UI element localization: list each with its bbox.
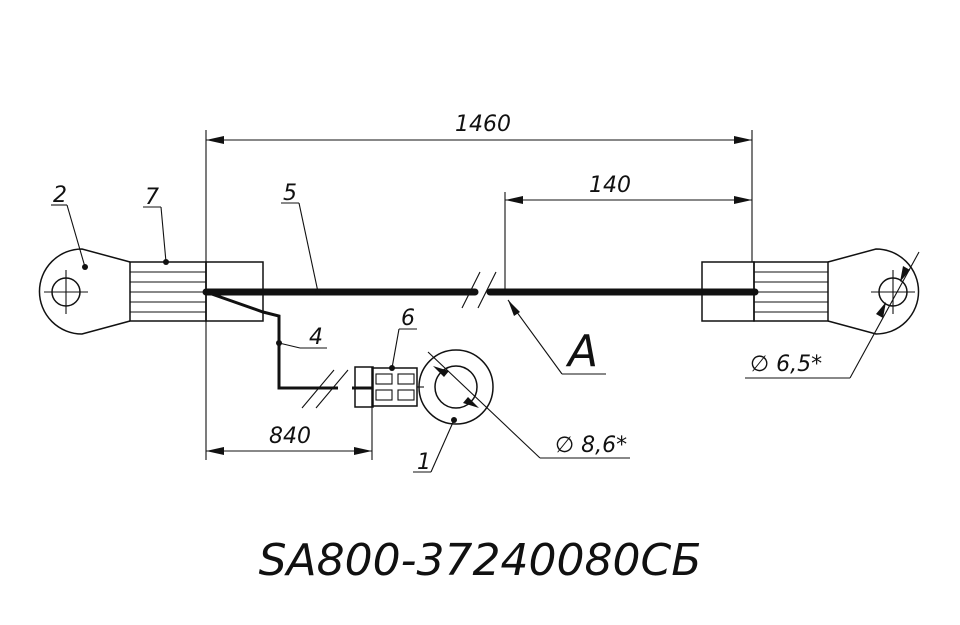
extension-lines [205, 130, 753, 460]
callout-7-label: 7 [145, 185, 159, 210]
dimension-840-label: 840 [269, 424, 311, 449]
callout-1-label: 1 [417, 450, 431, 475]
dimension-right-segment: 140 [505, 173, 752, 204]
callout-5-label: 5 [283, 181, 297, 206]
main-cable [202, 271, 759, 309]
callout-7: 7 [143, 185, 169, 265]
ring-terminal [418, 349, 541, 459]
callout-6: 6 [389, 306, 417, 371]
callout-4-label: 4 [309, 325, 323, 350]
callout-4: 4 [276, 325, 327, 350]
diameter-ring-label: ∅ 8,6* [555, 433, 627, 458]
diameter-lug-leader: ∅ 6,5* [745, 251, 920, 379]
dimension-branch-length: 840 [206, 424, 372, 455]
branch-wire [205, 290, 372, 409]
right-crimp-sleeve [753, 261, 829, 322]
diameter-lug-label: ∅ 6,5* [750, 352, 822, 377]
callout-6-label: 6 [401, 306, 415, 331]
callout-2-label: 2 [53, 183, 67, 208]
left-crimp-sleeve [129, 261, 207, 322]
dimension-140-label: 140 [589, 173, 631, 198]
right-terminal-lug [827, 248, 920, 335]
left-terminal-lug [38, 248, 131, 335]
drawing-code: SA800-37240080СБ [259, 535, 702, 586]
callout-1: 1 [413, 417, 457, 475]
diameter-ring-leader: ∅ 8,6* [433, 366, 630, 459]
view-a-label: A [565, 326, 598, 377]
dimension-1460-label: 1460 [455, 112, 511, 137]
callout-5: 5 [281, 181, 321, 295]
callout-2: 2 [51, 183, 88, 270]
view-a-leader: A [507, 299, 606, 377]
dimension-total-length: 1460 [206, 112, 752, 144]
